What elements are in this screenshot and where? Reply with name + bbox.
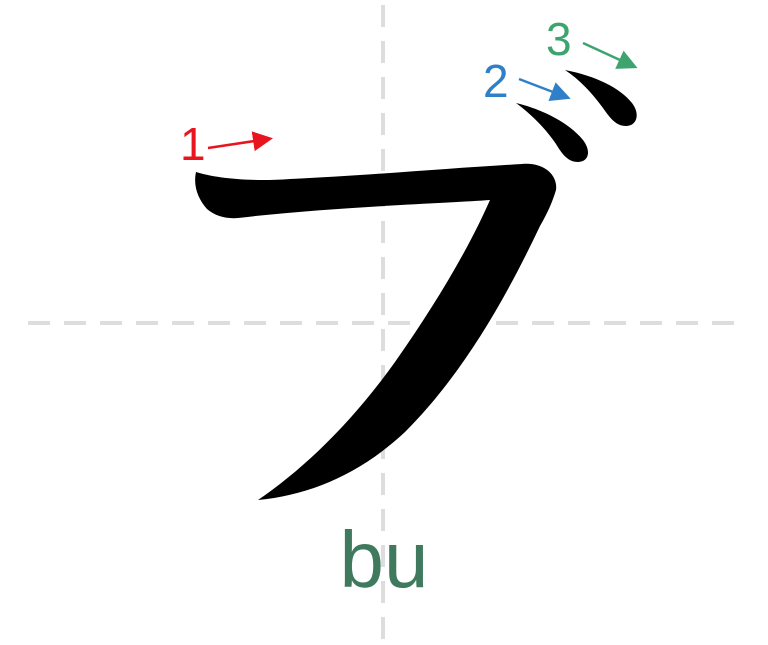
stroke-number-3: 3: [546, 13, 572, 65]
kana-stroke-3: [565, 70, 637, 126]
arrow-right-icon: [207, 131, 273, 152]
stroke-number-1: 1: [180, 118, 206, 170]
kana-stroke-2: [516, 103, 589, 162]
arrow-right-icon: [582, 41, 638, 69]
arrow-right-icon: [518, 77, 571, 101]
kana-stroke-1: [195, 163, 557, 500]
stroke-number-2: 2: [483, 55, 509, 107]
romaji-label: bu: [339, 515, 429, 604]
